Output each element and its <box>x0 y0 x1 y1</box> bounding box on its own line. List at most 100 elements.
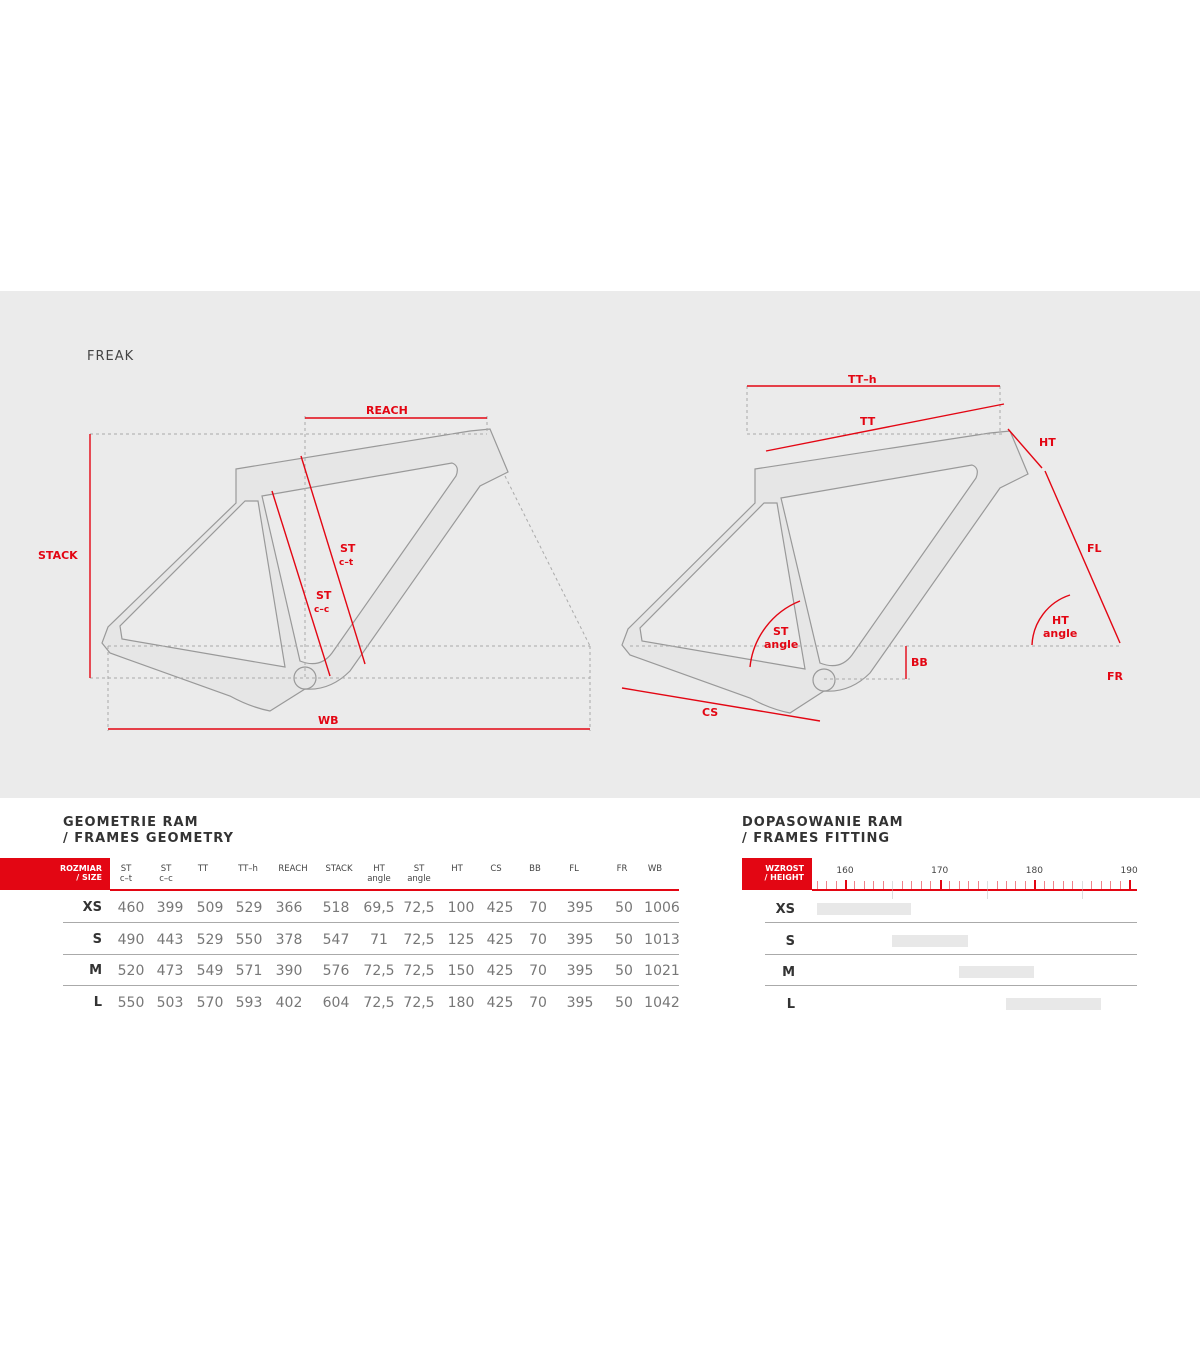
value-cell: 402 <box>275 995 303 1011</box>
fitting-size-label: XS <box>775 902 795 917</box>
ruler-tick-label: 180 <box>1025 866 1043 876</box>
ruler-tick <box>968 881 970 890</box>
geometry-title-line1: GEOMETRIE RAM <box>63 815 199 830</box>
label-st-angle-sub: angle <box>764 638 798 651</box>
value-cell: 72,5 <box>403 900 435 916</box>
column-header-main: WB <box>647 864 663 874</box>
ruler-tick <box>958 881 960 890</box>
ruler-tick <box>1129 880 1132 890</box>
value-cell: 1013 <box>644 932 680 948</box>
row-divider <box>63 922 679 923</box>
label-ct: c–t <box>339 558 354 568</box>
value-cell: 443 <box>156 932 184 948</box>
ruler-tick <box>1053 881 1055 890</box>
value-cell: 395 <box>566 900 594 916</box>
height-range-bar <box>816 903 912 915</box>
label-ht-angle-sub: angle <box>1043 627 1077 640</box>
ruler-tick <box>996 881 998 890</box>
label-ht: HT <box>1039 436 1056 449</box>
value-cell: 1006 <box>644 900 680 916</box>
fitting-title: DOPASOWANIE RAM / FRAMES FITTING <box>742 815 904 847</box>
value-cell: 72,5 <box>363 995 395 1011</box>
column-header-main: TT–h <box>238 864 258 874</box>
row-divider <box>765 953 1137 955</box>
height-header: WZROST / HEIGHT <box>742 858 812 890</box>
value-cell: 509 <box>196 900 224 916</box>
fitting-title-line2: / FRAMES FITTING <box>742 831 891 846</box>
ruler-tick <box>1119 881 1121 890</box>
height-ruler <box>812 889 1137 891</box>
value-cell: 100 <box>447 900 475 916</box>
value-cell: 395 <box>566 995 594 1011</box>
ruler-tick <box>1062 881 1064 890</box>
value-cell: 69,5 <box>363 900 395 916</box>
ruler-tick <box>1091 881 1093 890</box>
ruler-tick <box>939 880 942 890</box>
column-header-main: TT <box>197 864 209 874</box>
value-cell: 550 <box>117 995 145 1011</box>
value-cell: 72,5 <box>363 963 395 979</box>
ruler-tick <box>1005 881 1007 890</box>
label-cc: c–c <box>314 605 329 615</box>
ruler-tick <box>901 881 903 890</box>
ruler-tick <box>854 881 856 890</box>
label-st-ct: ST <box>340 542 356 555</box>
column-header: BB <box>529 864 541 874</box>
column-header: FR <box>617 864 628 874</box>
ruler-tick <box>1072 881 1074 890</box>
value-cell: 1042 <box>644 995 680 1011</box>
column-header-sub: c–t <box>119 874 133 884</box>
column-header: HT <box>451 864 463 874</box>
ruler-tick <box>977 881 979 890</box>
label-ht-angle: HT <box>1052 614 1069 627</box>
size-cell: L <box>93 995 102 1010</box>
column-header-main: CS <box>490 864 502 874</box>
ruler-tick <box>1043 881 1045 890</box>
ruler-tick-label: 190 <box>1120 866 1138 876</box>
label-tth: TT–h <box>848 373 877 386</box>
column-header: WB <box>648 864 662 874</box>
value-cell: 50 <box>615 995 633 1011</box>
ruler-tick <box>835 881 837 890</box>
value-cell: 576 <box>322 963 350 979</box>
value-cell: 395 <box>566 963 594 979</box>
value-cell: 70 <box>529 900 547 916</box>
value-cell: 518 <box>322 900 350 916</box>
column-header-main: FR <box>616 864 628 874</box>
value-cell: 425 <box>486 963 514 979</box>
ruler-tick <box>1100 881 1102 890</box>
value-cell: 72,5 <box>403 932 435 948</box>
size-header-line1: ROZMIAR <box>59 864 102 873</box>
value-cell: 570 <box>196 995 224 1011</box>
ruler-tick <box>873 881 875 890</box>
geometry-title-line2: / FRAMES GEOMETRY <box>63 831 234 846</box>
height-header-line2: / HEIGHT <box>764 873 804 882</box>
ruler-tick <box>911 881 913 890</box>
value-cell: 549 <box>196 963 224 979</box>
guide-lines <box>90 386 1120 731</box>
size-cell: M <box>89 963 102 978</box>
value-cell: 180 <box>447 995 475 1011</box>
size-header-line2: / SIZE <box>76 873 102 882</box>
column-header-sub: angle <box>367 874 391 884</box>
ruler-tick <box>930 881 932 890</box>
header-underline <box>110 889 679 891</box>
ruler-tick <box>1110 881 1112 890</box>
height-range-bar <box>1005 997 1101 1010</box>
height-range-bar <box>958 966 1035 979</box>
ruler-tick <box>892 881 894 899</box>
column-header-main: REACH <box>278 864 308 874</box>
column-header: STACK <box>325 864 352 874</box>
column-header-sub: c–c <box>159 874 173 884</box>
ruler-tick <box>816 881 818 890</box>
value-cell: 378 <box>275 932 303 948</box>
value-cell: 366 <box>275 900 303 916</box>
value-cell: 460 <box>117 900 145 916</box>
value-cell: 571 <box>235 963 263 979</box>
model-title: FREAK <box>87 349 135 364</box>
